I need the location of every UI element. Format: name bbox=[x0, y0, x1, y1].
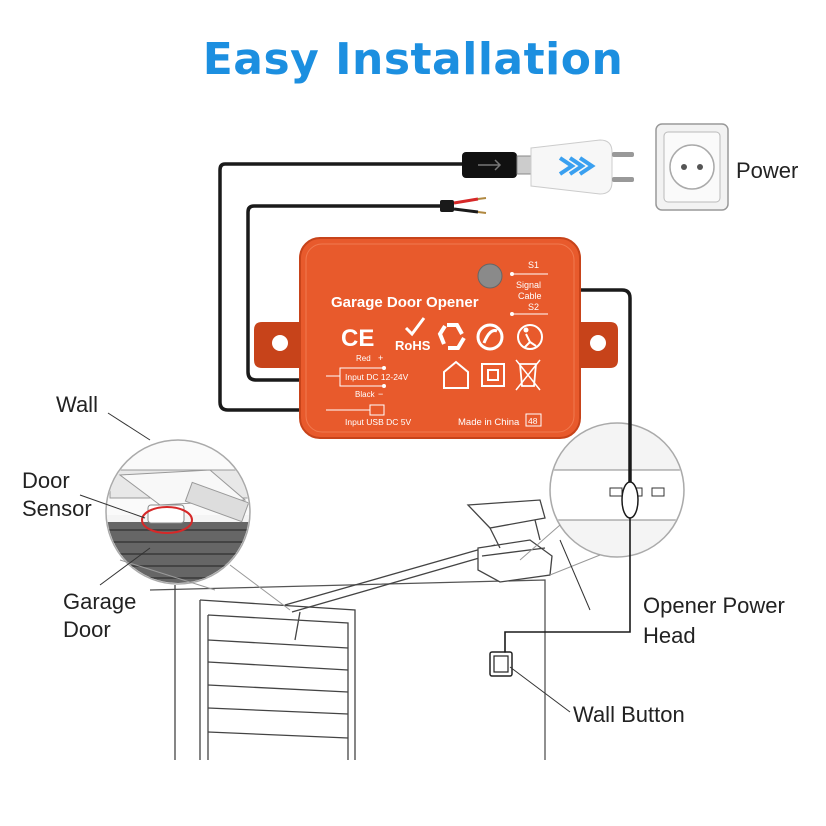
recycle-icon bbox=[437, 323, 466, 350]
device-button[interactable] bbox=[477, 263, 503, 289]
s2-label: S2 bbox=[528, 302, 539, 312]
wire-ends bbox=[440, 197, 487, 214]
made-in-label: Made in China bbox=[458, 417, 520, 428]
opener-power-head-illustration bbox=[466, 499, 553, 583]
leader-lines bbox=[79, 412, 591, 713]
black-label: Black bbox=[355, 390, 376, 399]
wall-socket-icon bbox=[655, 123, 729, 211]
wall-button-label: Wall Button bbox=[573, 702, 685, 727]
double-insulation-icon bbox=[481, 363, 505, 387]
input-dc-label: Input DC 12-24V bbox=[345, 372, 409, 382]
garage-illustration bbox=[149, 499, 553, 760]
red-label: Red bbox=[356, 354, 371, 363]
wall-button-illustration bbox=[489, 651, 513, 677]
page-title: Easy Installation bbox=[202, 34, 624, 85]
power-head-zoom bbox=[519, 422, 685, 576]
signal-label-line1: Signal bbox=[516, 280, 541, 290]
green-dot-icon bbox=[476, 323, 504, 351]
usb-plug-icon bbox=[462, 152, 532, 178]
door-sensor-zoom bbox=[105, 439, 291, 611]
tidy-man-icon bbox=[517, 324, 543, 350]
wall-label: Wall bbox=[56, 392, 98, 417]
input-usb-label: Input USB DC 5V bbox=[345, 417, 411, 427]
opener-power-head-label-line2: Head bbox=[643, 623, 696, 648]
power-label: Power bbox=[736, 158, 798, 183]
minus-label: − bbox=[378, 389, 383, 399]
cable-clip bbox=[621, 481, 639, 519]
power-adapter-icon bbox=[530, 139, 634, 195]
garage-door-opener-device: S1 Signal Cable S2 Garage Door Opener CE… bbox=[254, 237, 618, 439]
rohs-mark-icon: RoHS bbox=[395, 317, 431, 353]
door-sensor-label-line1: Door bbox=[22, 468, 70, 493]
s1-label: S1 bbox=[528, 260, 539, 270]
ce-mark-icon: CE bbox=[341, 325, 374, 352]
signal-label-line2: Cable bbox=[518, 291, 542, 301]
weee-bin-icon bbox=[515, 359, 541, 391]
garage-door-label-line1: Garage bbox=[63, 589, 136, 614]
rohs-text: RoHS bbox=[395, 338, 431, 353]
garage-door-label-line2: Door bbox=[63, 617, 111, 642]
device-name: Garage Door Opener bbox=[331, 294, 479, 311]
code-label: 48 bbox=[528, 416, 538, 426]
door-sensor-label-line2: Sensor bbox=[22, 496, 92, 521]
plus-label: + bbox=[378, 353, 383, 363]
house-icon bbox=[443, 360, 469, 389]
opener-power-head-label-line1: Opener Power bbox=[643, 593, 785, 618]
cables bbox=[218, 162, 632, 653]
